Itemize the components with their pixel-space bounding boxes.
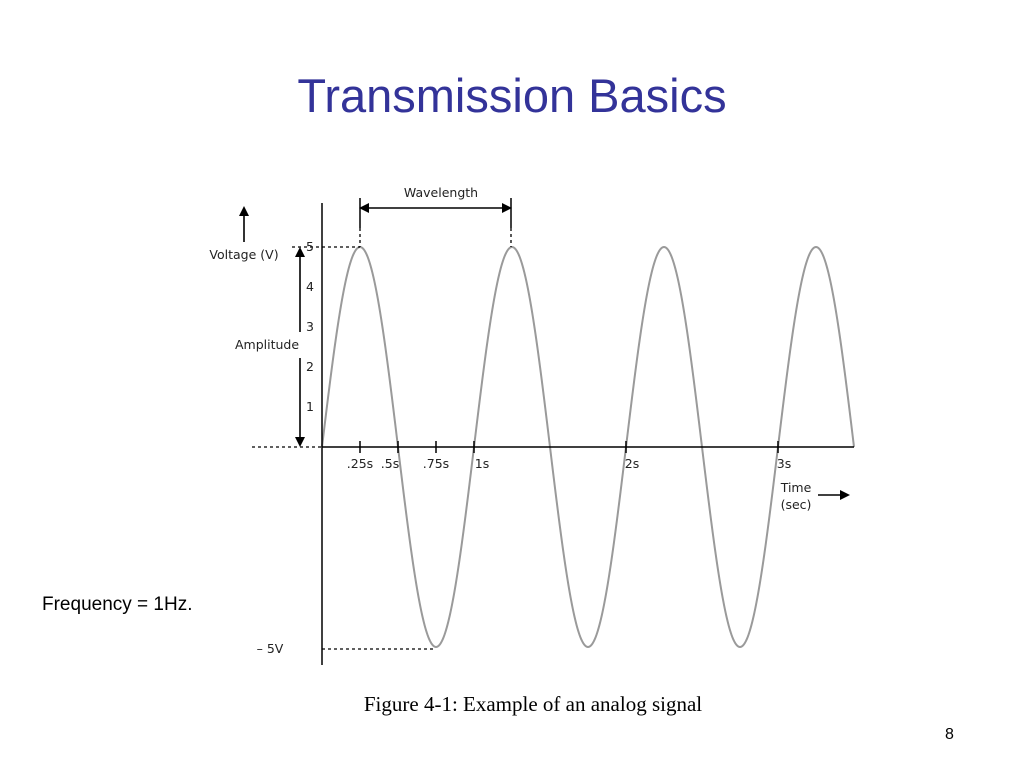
x-tick-label: .25s <box>347 456 373 471</box>
y-tick-label: 1 <box>306 399 314 414</box>
slide-title: Transmission Basics <box>297 69 727 122</box>
frequency-note: Frequency = 1Hz. <box>42 594 193 615</box>
y-tick-label: 5 <box>306 239 314 254</box>
y-tick-labels: 1 2 3 4 5 <box>306 239 314 414</box>
x-tick-label: 1s <box>475 456 489 471</box>
x-axis-label-time: Time <box>780 480 812 495</box>
sine-wave <box>321 245 855 649</box>
amplitude-label: Amplitude <box>235 337 299 352</box>
y-tick-label: 4 <box>306 279 314 294</box>
figure-caption: Figure 4-1: Example of an analog signal <box>363 692 703 716</box>
neg-peak-label: – 5V <box>257 641 284 656</box>
x-tick-labels: .25s .5s .75s 1s 2s 3s <box>347 441 791 471</box>
x-tick-label: .75s <box>423 456 449 471</box>
y-tick-label: 2 <box>306 359 314 374</box>
y-tick-label: 3 <box>306 319 314 334</box>
x-axis-label-unit: (sec) <box>781 497 812 512</box>
wavelength-label: Wavelength <box>404 185 478 200</box>
x-tick-label: .5s <box>381 456 399 471</box>
y-axis-label: Voltage (V) <box>209 247 278 262</box>
slide-number: 8 <box>945 726 954 743</box>
x-tick-label: 2s <box>625 456 639 471</box>
x-tick-label: 3s <box>777 456 791 471</box>
